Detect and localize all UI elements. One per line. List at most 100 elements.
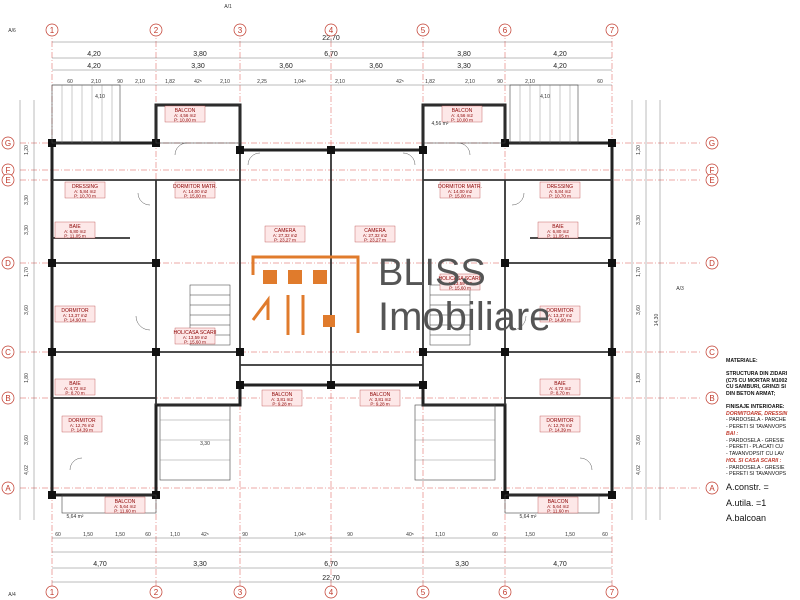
dim-bottom-1: 60 [55, 532, 61, 538]
dim-top-2: 3,30 [457, 63, 471, 70]
room-perimeter: P: 11,05 m [64, 234, 86, 239]
axis-bubble-3: 3 [233, 585, 247, 599]
dim-top-3: 90 [117, 79, 123, 85]
axis-bubble-1: 1 [45, 23, 59, 37]
room-name: DORMITOR [68, 418, 96, 424]
room-area: A: 14,00 m2 [183, 189, 208, 194]
room-name: BAIE [552, 224, 564, 230]
dim-top-3: 60 [67, 79, 73, 85]
finish-section-2: BAI : [726, 430, 739, 437]
room-perimeter: P: 15,60 m [449, 286, 471, 291]
room-name: DRESSING [547, 184, 573, 190]
dim-bottom-1: 60 [492, 532, 498, 538]
axis-letter: G [5, 139, 11, 148]
room-perimeter: P: 10,70 m [74, 194, 96, 199]
balcony-area-right: 5,64 m² [520, 514, 537, 520]
axis-bubble-G: G [705, 136, 719, 150]
axis-letter: E [5, 176, 10, 185]
axis-bubble-A: A [705, 481, 719, 495]
dim-top-3: 2,10 [465, 79, 475, 85]
dim-bottom-1: 1,04⁵ [294, 532, 306, 538]
axis-bubble-F: F [1, 163, 15, 177]
axis-bubble-5: 5 [416, 585, 430, 599]
finish-3-item-0: - PARDOSELA - GRESIE [726, 464, 785, 471]
total-constructed: A.constr. = [726, 482, 769, 492]
axis-letter: C [709, 348, 715, 357]
axis-bubble-D: D [705, 256, 719, 270]
dim-right: 4,02 [636, 465, 642, 475]
dim-left: 1,80 [24, 373, 30, 383]
finish-section-3: HOL SI CASA SCARII : [726, 457, 782, 464]
axis-letter: A [5, 484, 11, 493]
stairs [189, 284, 471, 346]
dim-top-1: 4,20 [553, 51, 567, 58]
axis-bubble-5: 5 [416, 23, 430, 37]
room-perimeter: P: 11,60 m [547, 509, 569, 514]
dim-top-1: 4,20 [87, 51, 101, 58]
room-area: A: 4,72 m2 [549, 386, 571, 391]
dim-bottom-1: 42⁵ [201, 532, 209, 538]
room-name: BALCON [370, 392, 391, 398]
axis-bubble-7: 7 [605, 585, 619, 599]
dim-bottom-2: 3,30 [455, 561, 469, 568]
dim-top-3: 42⁵ [194, 79, 202, 85]
room-label: DORMITOR MATR.A: 14,00 m2P: 15,00 m [173, 181, 217, 199]
room-area: A: 4,56 m2 [174, 113, 196, 118]
dim-right: 3,30 [636, 215, 642, 225]
dim-bottom-2: 4,70 [93, 561, 107, 568]
dim-right: 1,70 [636, 267, 642, 277]
dimension-lines [19, 41, 661, 583]
axis-number: 1 [50, 588, 55, 597]
dim-top-3: 1,82 [165, 79, 175, 85]
dim-top-3: 1,04⁵ [294, 79, 306, 85]
room-perimeter: P: 14,39 m [71, 428, 93, 433]
room-perimeter: P: 14,39 m [549, 428, 571, 433]
dim-top-3: 42⁵ [396, 79, 404, 85]
room-name: BAIE [554, 381, 566, 387]
dim-bottom-1: 1,50 [115, 532, 125, 538]
dim-bottom-1: 60 [145, 532, 151, 538]
room-name: BAIE [69, 224, 81, 230]
dim-bottom-1: 1,50 [525, 532, 535, 538]
finish-2-item-0: - PARDOSELA - GRESIE [726, 437, 785, 444]
axis-bubble-D: D [1, 256, 15, 270]
finish-1-item-1: - PERETI SI TAVANVOPS [726, 424, 787, 430]
dim-left: 1,20 [24, 145, 30, 155]
dim-top-2: 3,60 [369, 63, 383, 70]
notes-line-1: (C75 CU MORTAR M1002 [726, 377, 788, 384]
dim-bottom-1: 1,10 [435, 532, 445, 538]
room-area: A: 27,32 m2 [273, 233, 298, 238]
axis-number: 2 [154, 588, 159, 597]
total-usable: A.utila. =1 [726, 497, 767, 508]
dim-right: 3,60 [636, 435, 642, 445]
dim-left: 4,02 [24, 465, 30, 475]
room-name: DORMITOR [61, 308, 89, 314]
dim-bottom-1: 1,50 [83, 532, 93, 538]
room-perimeter: P: 14,90 m [549, 318, 571, 323]
axis-letter: B [5, 394, 10, 403]
axis-number: 7 [610, 588, 615, 597]
room-perimeter: P: 15,00 m [184, 194, 206, 199]
dim-left: 3,30 [24, 195, 30, 205]
dim-top-2: 4,20 [553, 63, 567, 70]
axis-letter: A [709, 484, 715, 493]
room-area: A: 13,37 m2 [63, 313, 88, 318]
finishes-title: FINISAJE INTERIOARE: [726, 403, 785, 410]
dim-bottom-1: 1,50 [565, 532, 575, 538]
room-name: DORMITOR MATR. [438, 184, 482, 190]
axis-letter: G [709, 139, 715, 148]
balcony-top-area: 4,56 m² [432, 121, 449, 127]
room-area: A: 13,37 m2 [548, 313, 573, 318]
room-perimeter: P: 11,60 m [114, 509, 136, 514]
axis-bubble-7: 7 [605, 23, 619, 37]
structural-columns [48, 139, 616, 499]
room-area: A: 5,64 m2 [547, 504, 569, 509]
